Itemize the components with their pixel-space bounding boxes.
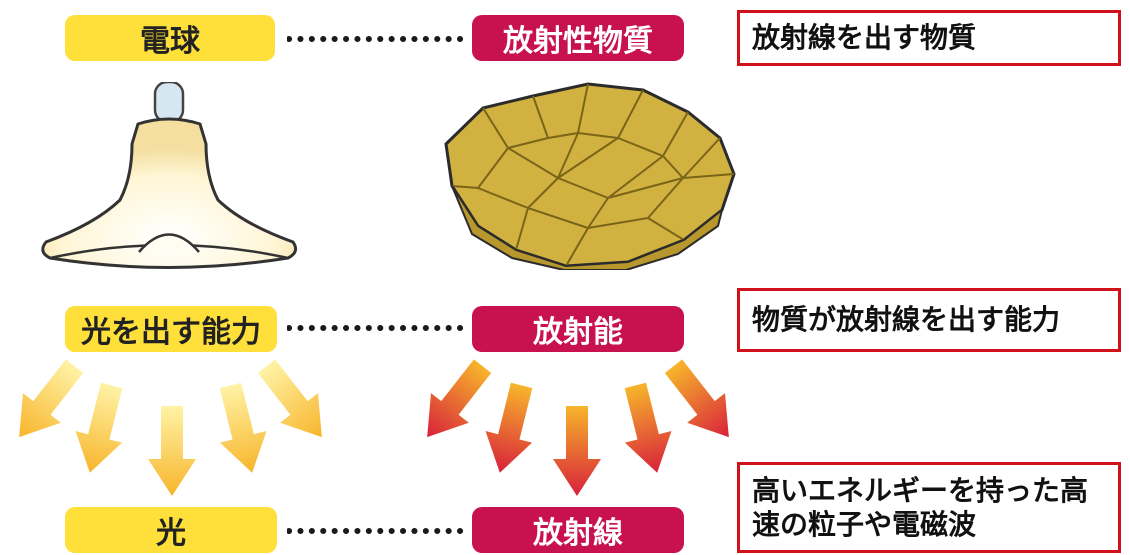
light-arrows-icon [0, 352, 341, 496]
dotted-connector-1 [287, 36, 467, 42]
label-radiation: 放射線 [472, 507, 684, 553]
dotted-connector-3 [287, 528, 467, 534]
note-radioactive-material: 放射線を出す物質 [737, 10, 1121, 66]
radioactive-rock-icon [444, 82, 736, 270]
dotted-connector-2 [287, 325, 467, 331]
label-radioactive-material: 放射性物質 [472, 15, 684, 61]
label-light: 光 [65, 507, 277, 553]
radiation-arrows-icon [415, 352, 745, 496]
label-light-emitting-ability: 光を出す能力 [65, 306, 277, 352]
note-radioactivity: 物質が放射線を出す能力 [737, 288, 1121, 352]
label-radioactivity: 放射能 [472, 306, 684, 352]
light-bulb-icon [41, 82, 298, 269]
note-radiation: 高いエネルギーを持った高速の粒子や電磁波 [737, 462, 1121, 553]
label-bulb: 電球 [65, 15, 275, 61]
